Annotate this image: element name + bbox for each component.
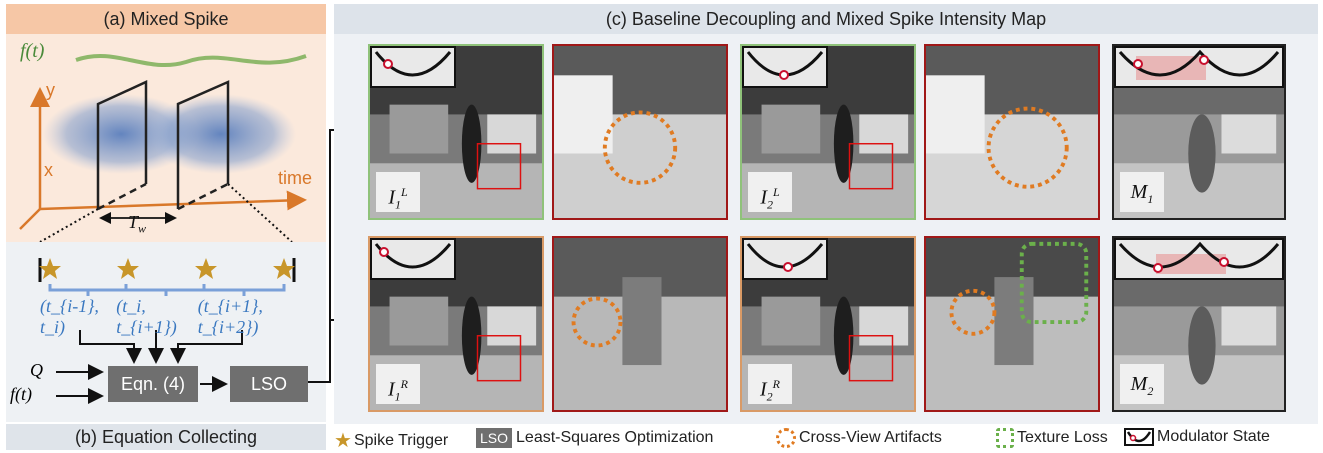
legend-spike-trigger: ★ Spike Trigger bbox=[334, 430, 449, 452]
image-i2-left: I2L bbox=[740, 44, 916, 220]
artifact-circle bbox=[986, 106, 1069, 189]
intensity-map-m1: M1 bbox=[1112, 44, 1286, 220]
brace-2 bbox=[124, 284, 206, 296]
image-label: M1 bbox=[1120, 172, 1164, 212]
image-label: I1R bbox=[376, 364, 420, 404]
legend-texture-loss: Texture Loss bbox=[996, 428, 1108, 448]
crop-i1-left bbox=[552, 44, 728, 220]
dashed-box-icon bbox=[996, 428, 1014, 448]
interval-label: (t_{i+1}, t_{i+2}) bbox=[197, 296, 263, 337]
ft-input-label: f(t) bbox=[10, 384, 32, 404]
image-label: I2L bbox=[748, 172, 792, 212]
y-axis-label: y bbox=[46, 80, 55, 100]
panel-b-title: (b) Equation Collecting bbox=[74, 427, 258, 447]
time-axis bbox=[39, 190, 307, 211]
dashed-circle-icon bbox=[776, 428, 796, 448]
modulator-inset bbox=[370, 238, 456, 280]
texture-loss-box bbox=[1019, 241, 1089, 324]
modulator-inset bbox=[1114, 238, 1284, 280]
modulator-inset bbox=[742, 46, 828, 88]
modulator-inset bbox=[742, 238, 828, 280]
x-axis-label: x bbox=[44, 160, 53, 180]
image-label: M2 bbox=[1120, 364, 1164, 404]
mixed-spike-diagram bbox=[19, 54, 307, 243]
window-frame-1 bbox=[96, 80, 148, 209]
time-axis-label: time bbox=[278, 168, 313, 188]
interval-label: (t_i, t_{i+1}) bbox=[116, 296, 177, 337]
legend-lso: LSO Least-Squares Optimization bbox=[476, 428, 713, 448]
lso-badge: LSO bbox=[476, 428, 513, 448]
spike-star bbox=[39, 258, 295, 279]
window-frame-2 bbox=[176, 80, 230, 209]
legend-modulator: Modulator State bbox=[1124, 428, 1270, 446]
panel-a-mixed-spike: f(t) y x time Tw bbox=[6, 34, 326, 243]
equation-diagram bbox=[38, 258, 296, 404]
zoom-line-right bbox=[227, 183, 293, 243]
panel-a-title: (a) Mixed Spike bbox=[103, 9, 229, 29]
image-label: I2R bbox=[748, 364, 792, 404]
image-i2-right: I2R bbox=[740, 236, 916, 412]
crop-i1-right bbox=[552, 236, 728, 412]
panel-b-equation: (t_{i-1}, t_i) (t_i, t_{i+1}) (t_{i+1}, … bbox=[6, 242, 326, 422]
x-axis bbox=[19, 208, 41, 230]
arrow-interval-1 bbox=[79, 330, 142, 364]
window-bottom-1 bbox=[97, 182, 147, 211]
brace-3 bbox=[202, 284, 286, 296]
zoom-line-left bbox=[39, 208, 99, 243]
window-bottom-2 bbox=[177, 182, 229, 211]
spike-cloud-2 bbox=[146, 94, 296, 174]
interval-label: (t_{i-1}, t_i) bbox=[40, 296, 99, 337]
modulator-inset bbox=[1114, 46, 1284, 88]
intensity-map-m2: M2 bbox=[1112, 236, 1286, 412]
artifact-circle bbox=[602, 110, 678, 185]
arrow-interval-3 bbox=[170, 330, 243, 364]
crop-i2-left bbox=[924, 44, 1100, 220]
image-i1-left: I1L bbox=[368, 44, 544, 220]
panel-a-header: (a) Mixed Spike bbox=[6, 4, 326, 34]
modulation-wave bbox=[75, 54, 307, 68]
legend-cross-view: Cross-View Artifacts bbox=[776, 428, 942, 448]
crop-i2-right bbox=[924, 236, 1100, 412]
panel-b-footer: (b) Equation Collecting bbox=[6, 424, 326, 450]
eqn-box: Eqn. (4) bbox=[108, 366, 198, 402]
brace-1 bbox=[48, 284, 128, 296]
tw-label: Tw bbox=[128, 212, 147, 236]
image-i1-right: I1R bbox=[368, 236, 544, 412]
modulator-inset bbox=[370, 46, 456, 88]
modulator-icon bbox=[1124, 428, 1154, 446]
interval-labels: (t_{i-1}, t_i) (t_i, t_{i+1}) (t_{i+1}, … bbox=[40, 296, 310, 338]
star-icon: ★ bbox=[334, 430, 352, 452]
artifact-circle bbox=[949, 288, 997, 336]
panel-c-header: (c) Baseline Decoupling and Mixed Spike … bbox=[334, 4, 1318, 34]
ft-label: f(t) bbox=[20, 40, 45, 62]
image-label: I1L bbox=[376, 172, 420, 212]
q-label: Q bbox=[30, 360, 43, 380]
lso-box: LSO bbox=[230, 366, 308, 402]
panel-c-title: (c) Baseline Decoupling and Mixed Spike … bbox=[605, 9, 1047, 29]
